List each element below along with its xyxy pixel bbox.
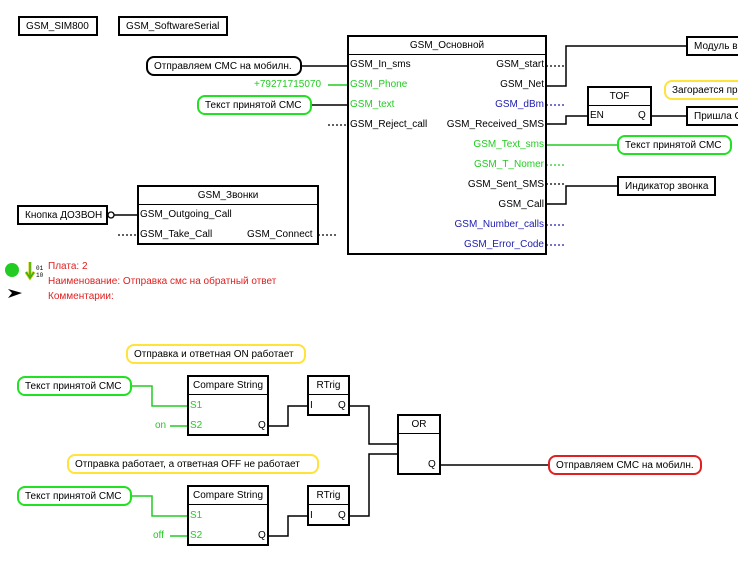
port-q[interactable]: Q [338,400,346,411]
block-title: OR [399,416,439,434]
tag-send-sms-out[interactable]: Отправляем СМС на мобилн. [548,455,702,475]
port-gsm-connect[interactable]: GSM_Connect [247,229,313,240]
port-gsm-text[interactable]: GSM_text [350,99,395,110]
tag-text: Кнопка ДОЗВОН [25,210,103,221]
port-gsm-sent-sms[interactable]: GSM_Sent_SMS [467,179,544,190]
tof-block[interactable]: TOF [587,86,652,126]
block-title: RTrig [309,487,348,505]
block-title: GSM_Звонки [139,187,317,205]
port-gsm-call[interactable]: GSM_Call [498,199,544,210]
port-s1[interactable]: S1 [190,510,203,521]
tag-call-indicator[interactable]: Индикатор звонка [617,176,716,196]
tag-received-text-1[interactable]: Текст принятой СМС [197,95,312,115]
tag-gsm-sim800[interactable]: GSM_SIM800 [18,16,98,36]
port-s1[interactable]: S1 [190,400,203,411]
port-gsm-net[interactable]: GSM_Net [500,79,544,90]
gsm-main-block[interactable]: GSM_Основной [347,35,547,255]
port-s2[interactable]: S2 [190,420,203,431]
port-i[interactable]: I [310,400,313,411]
port-gsm-reject-call[interactable]: GSM_Reject_call [350,119,428,130]
svg-text:01: 01 [36,265,44,272]
invert-circle [107,211,115,219]
comment-off-fails[interactable]: Отправка работает, а ответная OFF не раб… [67,454,319,474]
tag-call-button[interactable]: Кнопка ДОЗВОН [17,205,108,225]
download-arrow-icon: 01 10 [24,262,44,281]
port-gsm-outgoing-call[interactable]: GSM_Outgoing_Call [140,209,232,220]
port-q[interactable]: Q [258,530,266,541]
tag-text: Пришла С [694,111,738,122]
port-gsm-dbm[interactable]: GSM_dBm [495,99,544,110]
const-on[interactable]: on [155,420,167,431]
board-name: Наименование: Отправка смс на обратный о… [48,276,277,287]
port-q[interactable]: Q [428,459,436,470]
port-gsm-start[interactable]: GSM_start [496,59,544,70]
tag-text: Отправка работает, а ответная OFF не раб… [75,459,300,470]
tag-text: Модуль в [694,41,738,52]
tag-arrived[interactable]: Пришла С [686,106,738,126]
phone-constant[interactable]: +79271715070 [254,79,322,90]
tag-text: Текст принятой СМС [25,491,122,502]
board-comment: Комментарии: [48,291,114,302]
board-number: Плата: 2 [48,261,88,272]
port-tof-q[interactable]: Q [638,110,646,121]
port-tof-en[interactable]: EN [590,110,604,121]
port-gsm-t-nomer[interactable]: GSM_T_Nomer [473,159,544,170]
block-title: TOF [589,88,650,106]
port-gsm-in-sms[interactable]: GSM_In_sms [350,59,411,70]
comment-lights-up[interactable]: Загорается пр [664,80,738,100]
tag-text: Отправка и ответная ON работает [134,349,294,360]
or-block[interactable]: OR [397,414,441,475]
tag-module[interactable]: Модуль в [686,36,738,56]
port-s2[interactable]: S2 [190,530,203,541]
svg-text:10: 10 [36,272,44,279]
block-title: Compare String [189,377,267,395]
compare-string-block-1[interactable]: Compare String [187,375,269,436]
rtrig-block-1[interactable]: RTrig [307,375,350,416]
tag-text: Отправляем СМС на мобилн. [154,61,292,72]
tag-text: Текст принятой СМС [25,381,122,392]
rtrig-block-2[interactable]: RTrig [307,485,350,526]
block-title: RTrig [309,377,348,395]
port-q[interactable]: Q [258,420,266,431]
port-i[interactable]: I [310,510,313,521]
block-title: GSM_Основной [349,37,545,55]
port-q[interactable]: Q [338,510,346,521]
tag-text: GSM_SIM800 [26,21,89,32]
compare-string-block-2[interactable]: Compare String [187,485,269,546]
status-dot-icon [5,263,19,277]
tag-send-sms-in[interactable]: Отправляем СМС на мобилн. [146,56,302,76]
port-gsm-received-sms[interactable]: GSM_Received_SMS [446,119,544,130]
tag-text: Текст принятой СМС [625,140,722,151]
tag-text: Текст принятой СМС [205,100,302,111]
tag-text: GSM_SoftwareSerial [126,21,220,32]
tag-text: Отправляем СМС на мобилн. [556,460,694,471]
port-gsm-number-calls[interactable]: GSM_Number_calls [454,219,544,230]
tag-gsm-softwareserial[interactable]: GSM_SoftwareSerial [118,16,228,36]
const-off[interactable]: off [153,530,164,541]
comment-on-works[interactable]: Отправка и ответная ON работает [126,344,306,364]
port-gsm-phone[interactable]: GSM_Phone [350,79,408,90]
port-gsm-take-call[interactable]: GSM_Take_Call [140,229,213,240]
gsm-calls-block[interactable]: GSM_Звонки [137,185,319,245]
tag-received-text-3[interactable]: Текст принятой СМС [17,486,132,506]
port-gsm-text-sms[interactable]: GSM_Text_sms [473,139,544,150]
pointer-arrow-icon [8,289,22,298]
tag-text-sms-out[interactable]: Текст принятой СМС [617,135,732,155]
block-title: Compare String [189,487,267,505]
tag-text: Индикатор звонка [625,181,709,192]
port-gsm-error-code[interactable]: GSM_Error_Code [463,239,544,250]
tag-received-text-2[interactable]: Текст принятой СМС [17,376,132,396]
tag-text: Загорается пр [672,85,738,96]
